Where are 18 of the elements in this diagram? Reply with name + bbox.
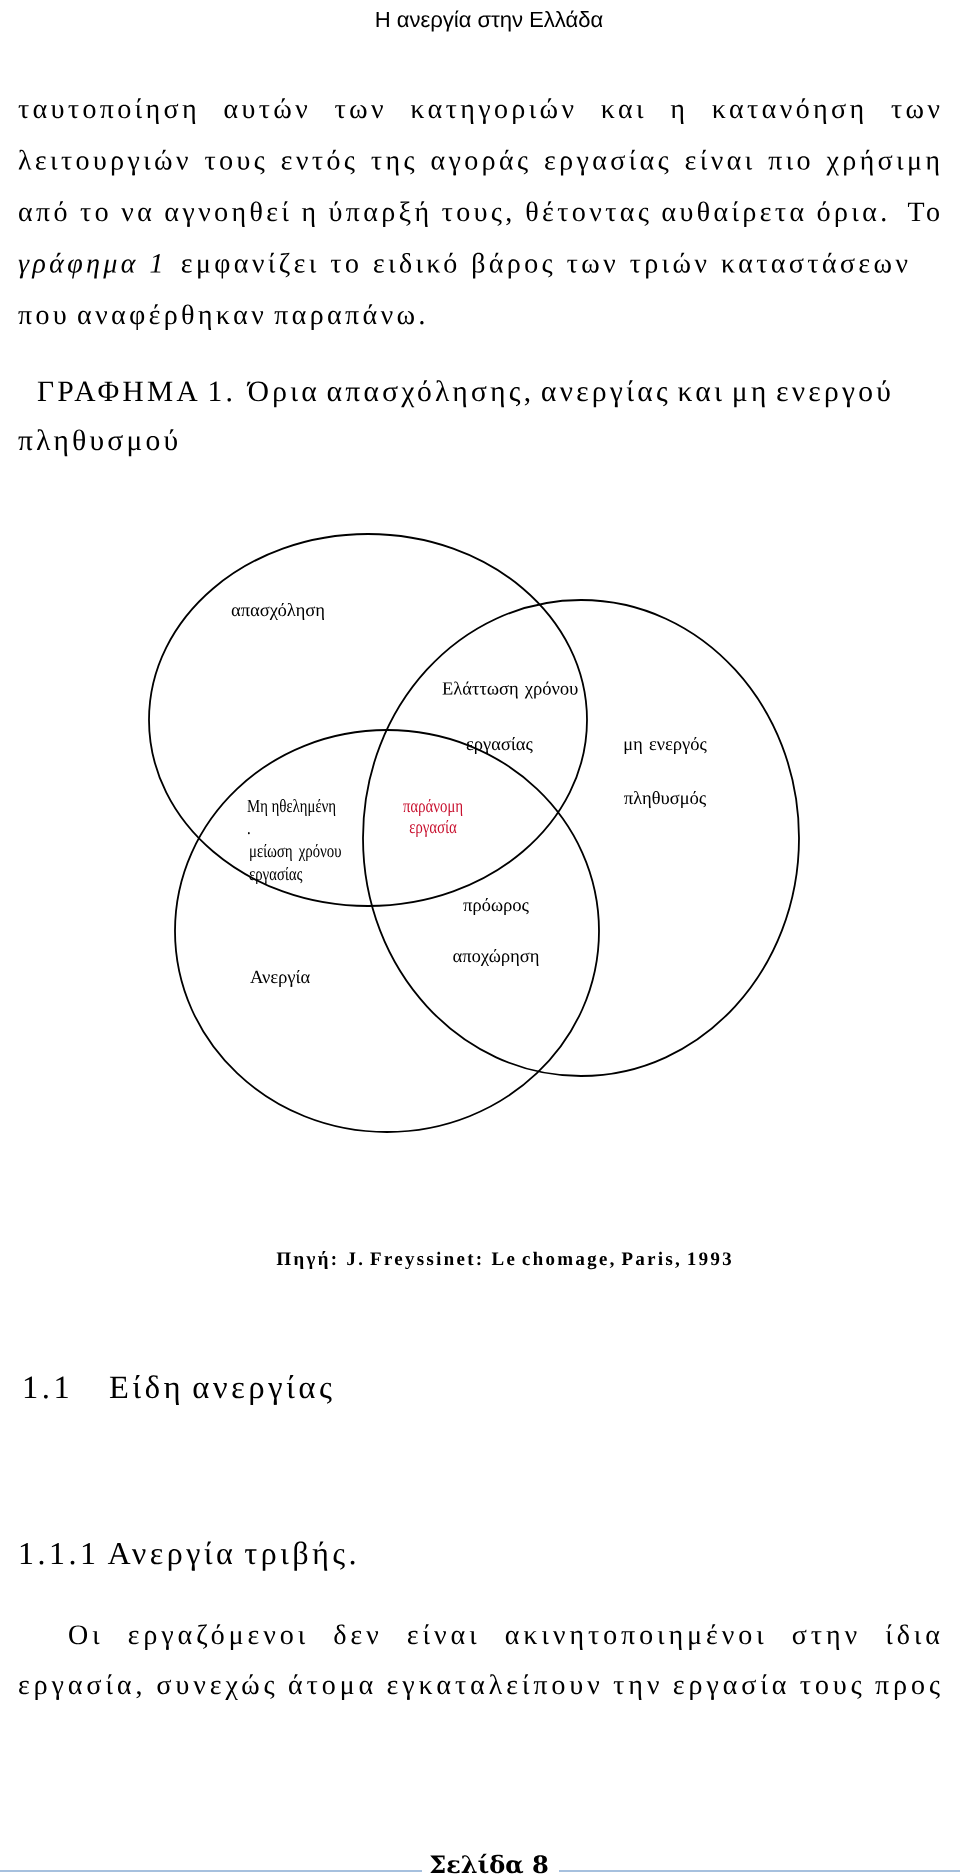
source-note: Πηγή: J. Freyssinet: Le chomage, Paris, 1993 [276,1250,731,1270]
region-label: πρόωρος αποχώρηση [453,897,539,966]
page-header: Η ανεργία στην Ελλάδα [376,10,603,32]
region-label: Ελάττωση χρόνου εργασίας [442,681,578,754]
figure-title: ΓΡΑΦΗΜΑ 1. Όρια απασχόλησης, ανεργίας και μη ενεργού πληθυσμού [18,380,890,457]
section-number: 1.1 [24,1376,68,1399]
region-label: μείωση χρόνου εργασίας [249,843,341,884]
set-label: Ανεργία [250,969,310,987]
paragraph: ταυτοποίηση αυτών των κατηγοριών και η κατανόηση των λειτουργιών τους εντός της αγοράς εργασίας είναι πιο χρήσιμη από το να αγνοηθεί η ύπαρξή τους, θέτοντας αυθαίρετα όρια. Το γράφημα 1 εμφανίζει το ειδικό βάρος των τριών καταστάσεων που αναφέρθηκαν παραπάνω. [18,98,940,330]
paragraph: Οι εργαζόμενοι δεν είναι ακινητοποιημένοι στην ίδια εργασία, συνεχώς άτομα εγκαταλείπουν την εργασία τους προς [19,1624,940,1700]
region-label: παράνομη εργασία [403,798,463,837]
page-number: Σελίδα 8 [430,1853,548,1874]
section-heading: Είδη ανεργίας [109,1375,332,1405]
region-label: Μη ηθελημένη [247,798,336,816]
region-label: . [247,832,250,835]
set-label: μη ενεργός πληθυσμός [624,736,707,808]
subsection-heading: 1.1.1 Ανεργία τριβής. [20,1541,355,1571]
set-label: απασχόληση [231,602,324,620]
